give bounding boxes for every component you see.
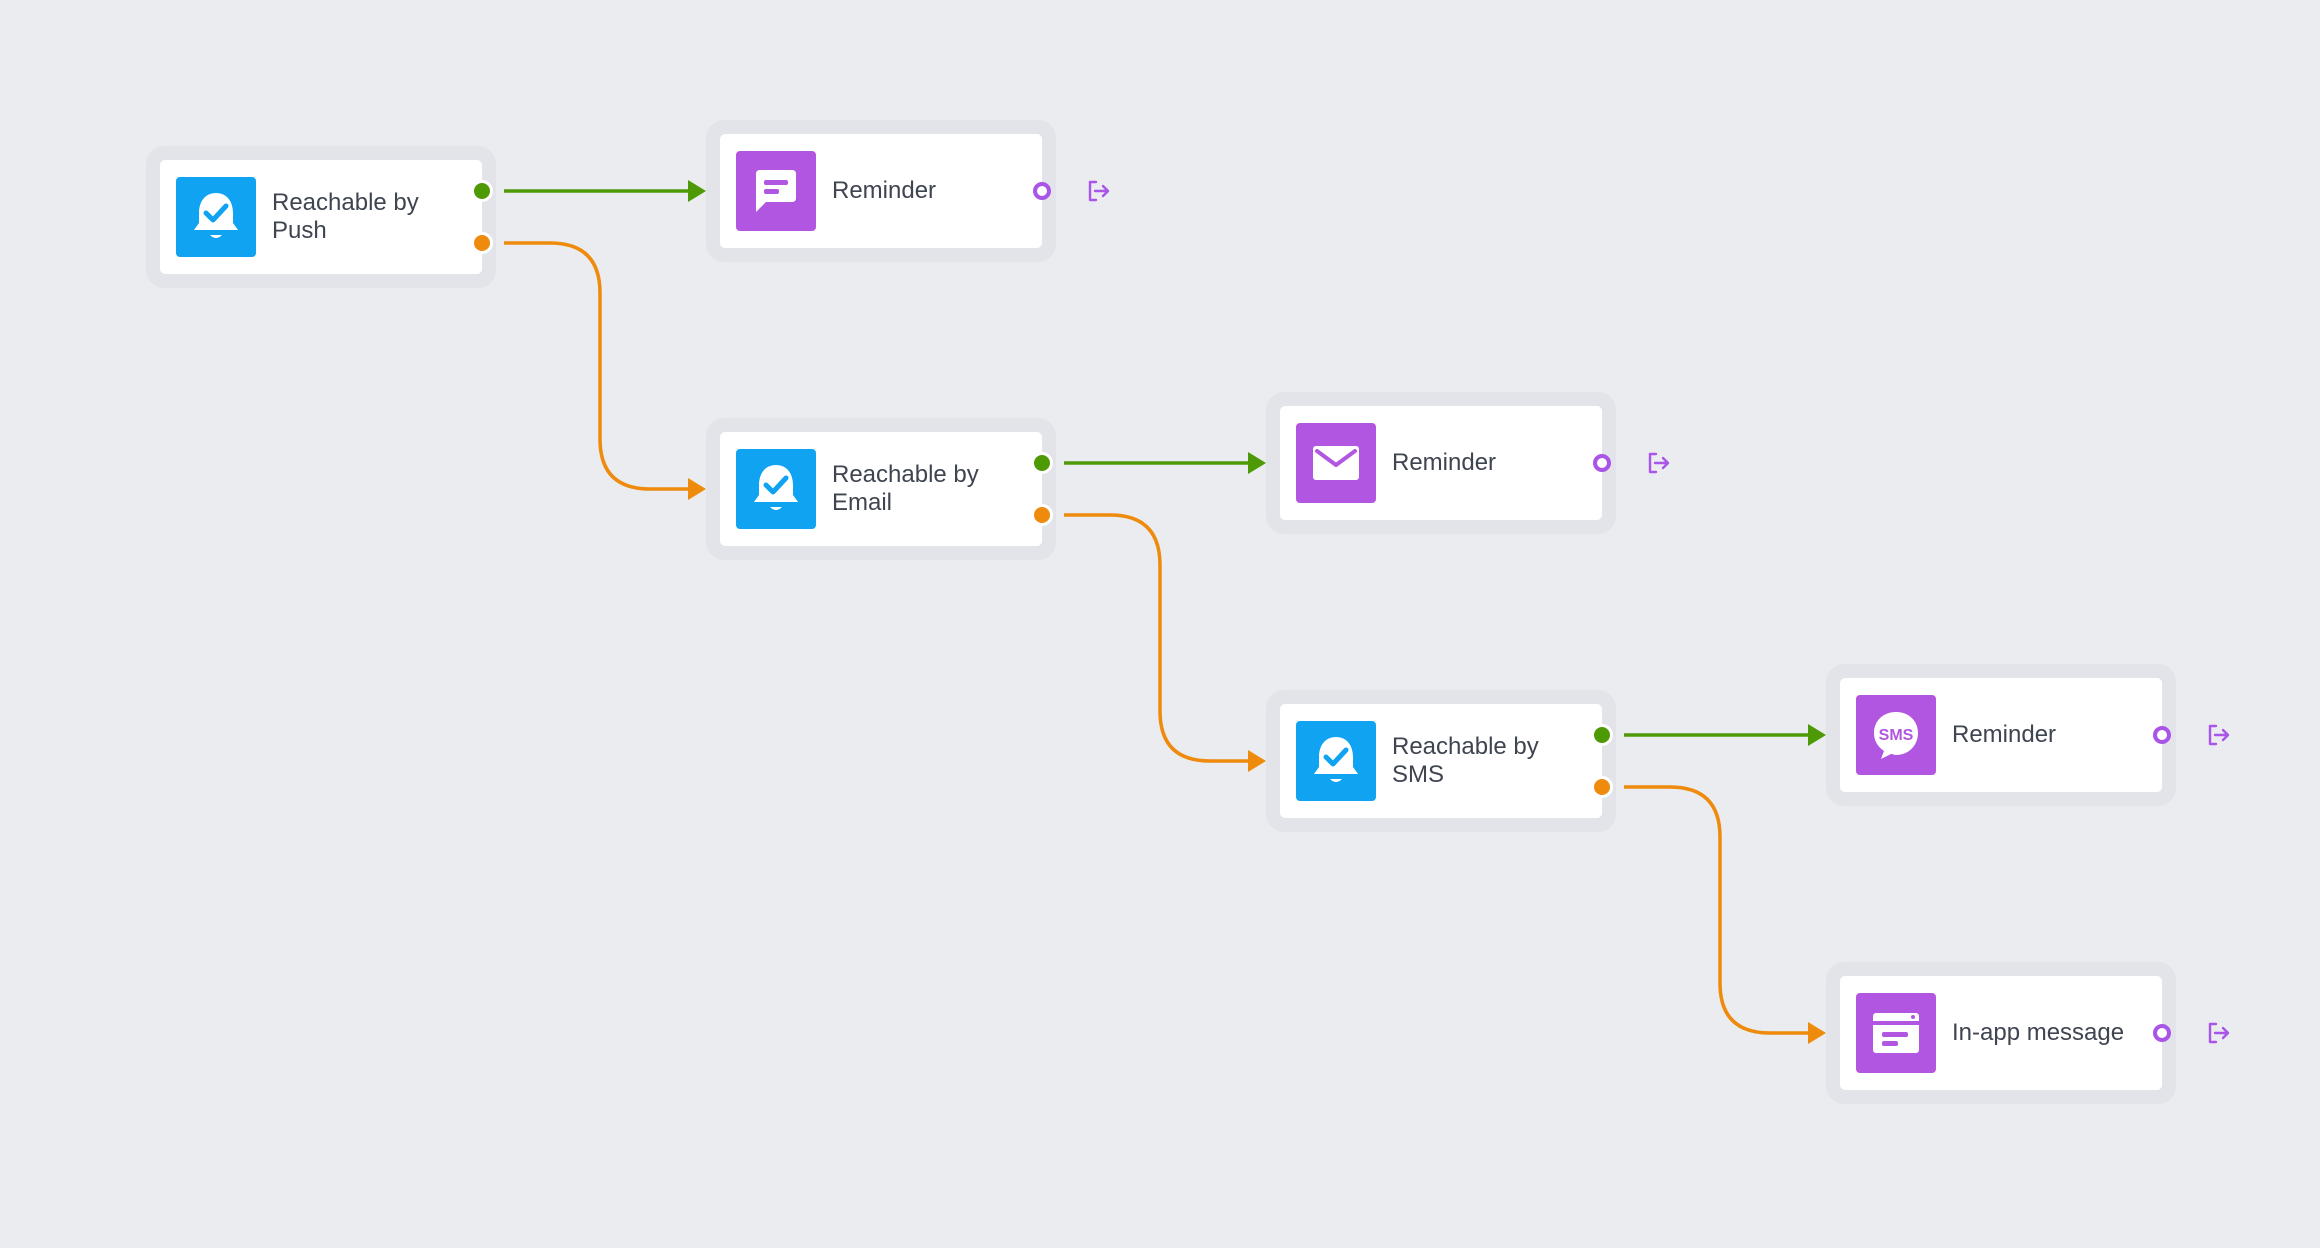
node-inapp[interactable]: In-app message [1826,962,2176,1104]
node-card[interactable]: Reachable by SMS [1280,704,1602,818]
success-port[interactable] [471,180,493,202]
node-email[interactable]: Reachable by Email [706,418,1056,560]
arrowhead [688,180,706,202]
arrowhead [688,478,706,500]
node-label: Reachable by Email [832,461,979,516]
envelope-icon [1296,423,1376,503]
exit-icon[interactable] [1086,178,1112,204]
node-label: Reminder [1952,721,2057,748]
node-card[interactable]: Reachable by Push [160,160,482,274]
exit-icon[interactable] [2206,1020,2232,1046]
output-port[interactable] [1593,454,1611,472]
bell-check-icon [736,449,816,529]
output-port[interactable] [2153,1024,2171,1042]
arrowhead [1248,452,1266,474]
failure-port[interactable] [1591,776,1613,798]
output-port[interactable] [2153,726,2171,744]
node-card[interactable]: SMS Reminder [1840,678,2162,792]
node-label: Reminder [832,177,937,204]
node-label: Reachable by SMS [1392,733,1539,788]
exit-icon[interactable] [2206,722,2232,748]
node-rem2[interactable]: Reminder [1266,392,1616,534]
node-rem3[interactable]: SMS Reminder [1826,664,2176,806]
output-port[interactable] [1033,182,1051,200]
node-card[interactable]: In-app message [1840,976,2162,1090]
in-app-window-icon [1856,993,1936,1073]
failure-port[interactable] [471,232,493,254]
bell-check-icon [176,177,256,257]
node-push[interactable]: Reachable by Push [146,146,496,288]
arrowhead [1248,750,1266,772]
node-card[interactable]: Reminder [1280,406,1602,520]
node-label: Reachable by Push [272,189,419,244]
node-label: In-app message [1952,1019,2125,1046]
node-label: Reminder [1392,449,1497,476]
arrowhead [1808,1022,1826,1044]
failure-port[interactable] [1031,504,1053,526]
sms-icon-text: SMS [1879,727,1914,744]
failure-connection[interactable] [504,241,690,491]
success-port[interactable] [1031,452,1053,474]
sms-bubble-icon: SMS [1856,695,1936,775]
node-sms[interactable]: Reachable by SMS [1266,690,1616,832]
success-port[interactable] [1591,724,1613,746]
failure-connection[interactable] [1624,785,1810,1035]
chat-message-icon [736,151,816,231]
bell-check-icon [1296,721,1376,801]
failure-connection[interactable] [1064,513,1250,763]
arrowhead [1808,724,1826,746]
node-rem1[interactable]: Reminder [706,120,1056,262]
exit-icon[interactable] [1646,450,1672,476]
node-card[interactable]: Reminder [720,134,1042,248]
node-card[interactable]: Reachable by Email [720,432,1042,546]
